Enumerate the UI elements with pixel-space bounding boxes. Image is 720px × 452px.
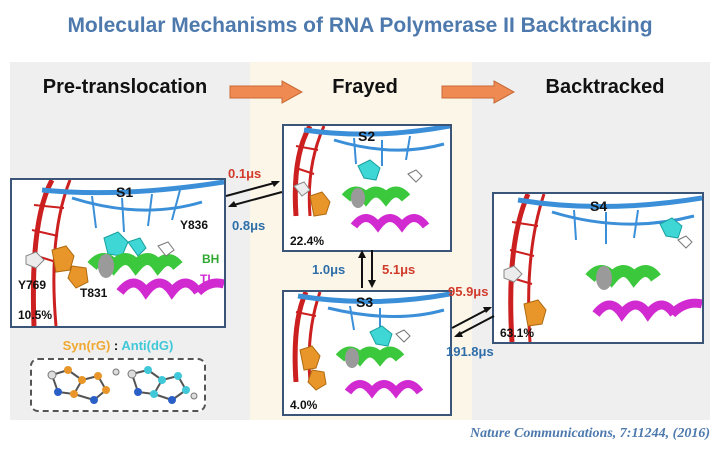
panel-s4-percent: 63.1%	[500, 326, 535, 340]
legend-separator: :	[110, 338, 122, 353]
rate-s2-to-s1: 0.8μs	[232, 218, 266, 233]
s2-structure-illustration	[292, 126, 450, 233]
rate-s2-to-s3: 5.1μs	[382, 262, 416, 277]
residue-y836-label: Y836	[180, 218, 209, 232]
stage-label-backtracked: Backtracked	[545, 76, 665, 98]
s3-structure-illustration	[292, 292, 450, 399]
panel-s4: S4 63.1%	[492, 192, 704, 344]
figure-title: Molecular Mechanisms of RNA Polymerase I…	[67, 14, 653, 37]
panel-s3-percent: 4.0%	[290, 398, 318, 412]
s3-s4-equilibrium-arrows	[451, 307, 495, 337]
trigger-loop-label: TL	[200, 272, 215, 286]
residue-y769-label: Y769	[18, 278, 47, 292]
journal-citation: Nature Communications, 7:11244, (2016)	[470, 426, 710, 441]
s4-structure-illustration	[503, 194, 702, 342]
panel-s1-label: S1	[116, 184, 134, 200]
panel-s1: S1 Y836 BH TL Y769 T831 10.5%	[10, 178, 226, 328]
s1-structure-illustration	[25, 180, 224, 326]
nucleotide-structure-box	[30, 358, 206, 412]
syn-anti-legend: Syn(rG) : Anti(dG)	[28, 338, 208, 353]
bridge-helix-label: BH	[202, 252, 220, 266]
panel-s2: S2 22.4%	[282, 124, 452, 252]
stage-arrow-1	[229, 80, 304, 104]
stage-label-pre-translocation: Pre-translocation	[42, 76, 208, 98]
panel-s2-label: S2	[358, 128, 376, 144]
panel-s1-percent: 10.5%	[18, 308, 53, 322]
rate-s3-to-s2: 1.0μs	[312, 262, 346, 277]
s2-s3-equilibrium-arrows	[358, 250, 376, 288]
stage-label-frayed: Frayed	[332, 76, 398, 98]
nucleotide-ball-and-stick-icon	[47, 366, 198, 404]
s1-s2-equilibrium-arrows	[225, 181, 283, 207]
syn-legend-label: Syn(rG)	[62, 338, 111, 353]
residue-t831-label: T831	[80, 286, 108, 300]
anti-legend-label: Anti(dG)	[121, 338, 174, 353]
panel-s2-percent: 22.4%	[290, 234, 325, 248]
panel-s4-label: S4	[590, 198, 608, 214]
panel-s3-label: S3	[356, 294, 374, 310]
rate-s1-to-s2: 0.1μs	[228, 166, 262, 181]
panel-s3: S3 4.0%	[282, 290, 452, 416]
stage-arrow-2	[441, 80, 516, 104]
rate-s3-to-s4: 95.9μs	[448, 284, 489, 299]
rate-s4-to-s3: 191.8μs	[446, 344, 494, 359]
